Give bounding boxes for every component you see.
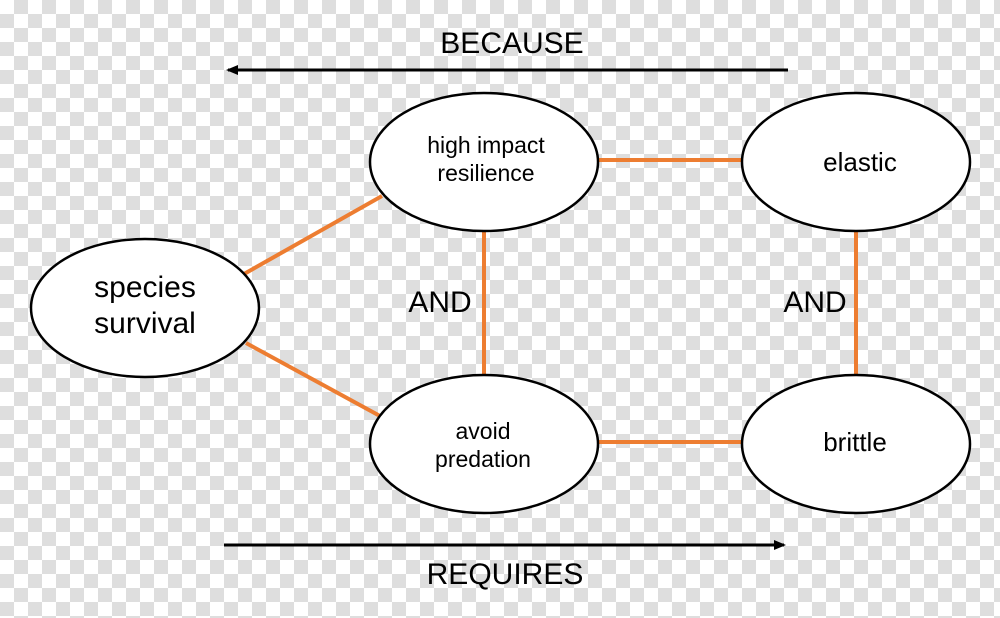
node-avoid-predation [368,373,600,515]
node-high-impact-resilience [368,91,600,233]
requires-label: REQUIRES [426,558,584,591]
avoid-predation-line1: avoid [455,418,511,444]
connector-survival-resilience [243,194,383,276]
and-label-left: AND [408,286,472,319]
node-elastic [740,91,972,233]
species-survival-line2: survival [94,307,196,340]
high-impact-resilience-label: high impact resilience [386,132,586,187]
brittle-label: brittle [823,427,887,457]
avoid-predation-line2: predation [435,445,531,472]
avoid-predation-label: avoid predation [383,418,583,473]
because-label: BECAUSE [440,27,584,60]
high-impact-resilience-line1: high impact [427,132,545,158]
node-brittle [740,373,972,515]
elastic-label: elastic [823,147,897,177]
species-survival-label: species survival [45,270,245,342]
and-label-right: AND [783,286,847,319]
node-species-survival [29,237,261,379]
high-impact-resilience-line2: resilience [437,159,535,186]
connector-survival-predation [245,341,381,418]
species-survival-line1: species [94,271,196,304]
